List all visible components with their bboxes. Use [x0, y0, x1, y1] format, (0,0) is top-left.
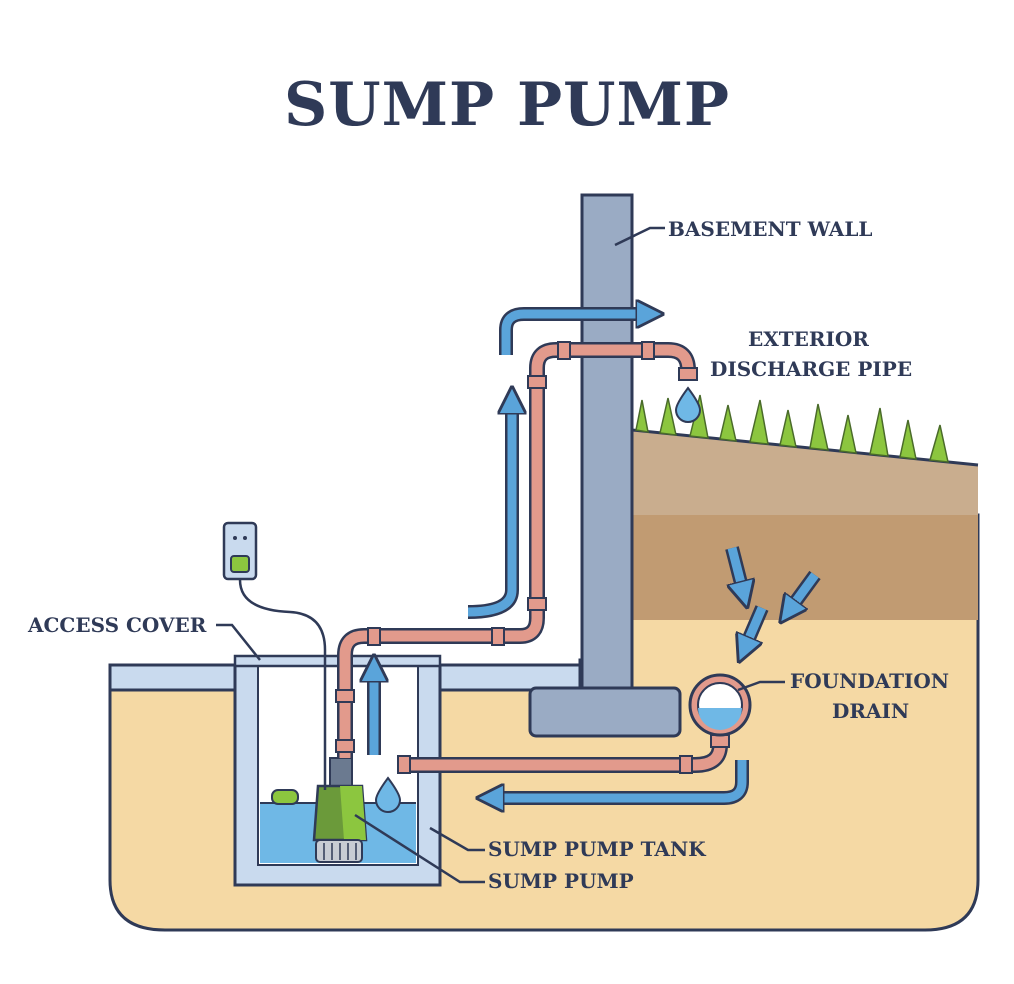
label-sump-pump-tank: SUMP PUMP TANK [488, 837, 706, 861]
power-cord [238, 579, 327, 790]
water-drop-tank [374, 776, 402, 813]
basement-floor-slab [108, 663, 237, 692]
grass [635, 394, 949, 463]
label-basement-wall: BASEMENT WALL [668, 217, 873, 241]
basement-wall [580, 193, 634, 697]
wall-footing [528, 686, 682, 738]
label-exterior-line2: DISCHARGE PIPE [710, 357, 913, 381]
float-switch [271, 789, 299, 805]
label-access-cover: ACCESS COVER [28, 613, 207, 637]
soil-middle-layer [632, 515, 978, 620]
pipe-couplings [335, 341, 698, 753]
flow-arrows [374, 314, 821, 798]
label-foundation-line1: FOUNDATION [790, 669, 950, 693]
water-drop-exterior [674, 386, 702, 423]
basement-floor-slab-right [438, 663, 582, 692]
label-exterior-line1: EXTERIOR [748, 327, 869, 351]
label-foundation-line2: DRAIN [832, 699, 910, 723]
sump-pump-unit [312, 757, 368, 863]
label-sump-pump: SUMP PUMP [488, 869, 634, 893]
leader-lines [216, 226, 785, 884]
topsoil-layer [632, 430, 978, 515]
page-title: SUMP PUMP [283, 70, 731, 140]
